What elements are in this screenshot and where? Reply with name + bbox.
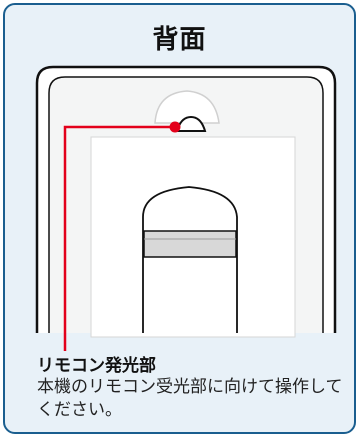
ir-emitter-lens [175, 115, 207, 132]
callout-dot [169, 121, 181, 133]
ir-emitter-dome [154, 90, 220, 124]
panel-title: 背面 [152, 25, 207, 55]
callout-label: リモコン発光部 [37, 356, 156, 376]
battery-cover-grip [143, 230, 237, 258]
battery-cover [142, 186, 238, 333]
callout-leader-line [63, 125, 175, 351]
remote-back-diagram [35, 65, 337, 351]
callout-description: 本機のリモコン受光部に向けて操作してください。 [37, 377, 343, 420]
back-view-panel: 背面 リモコン発光部 本機のリモコン受光部に向けて操作してください。 [3, 3, 356, 434]
